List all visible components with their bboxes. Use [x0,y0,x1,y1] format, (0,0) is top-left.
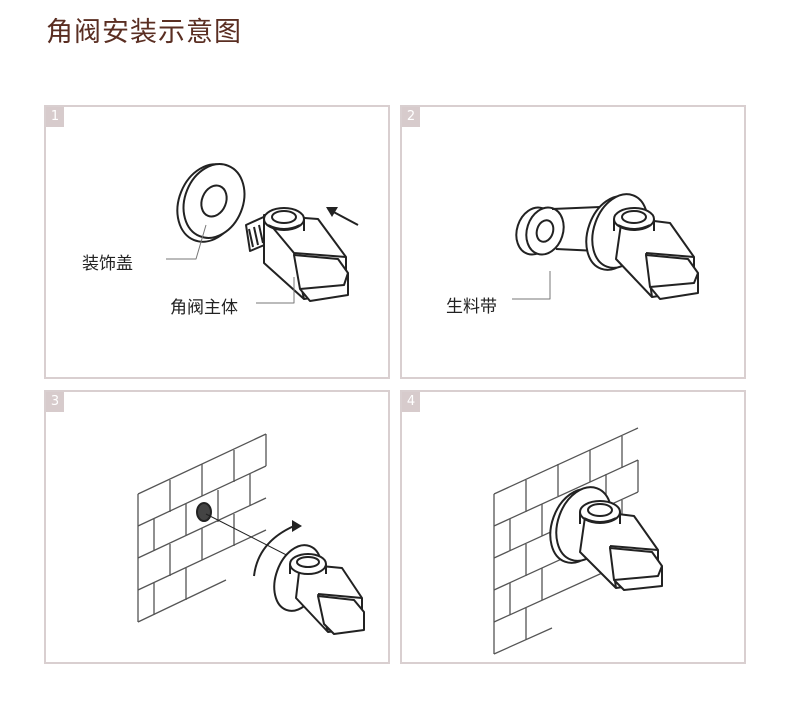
label-decorative-cover: 装饰盖 [82,254,133,274]
step-panel-1: 1 装饰盖 角阀主体 [44,105,390,379]
step-panel-4: 4 [400,390,746,664]
label-valve-body: 角阀主体 [170,298,238,318]
label-ptfe-tape: 生料带 [446,297,497,317]
step-panel-3: 3 [44,390,390,664]
step-3-illustration [137,433,365,635]
step-4-illustration [493,427,663,655]
step-2-illustration [512,193,699,300]
step-panel-2: 2 生料带 [400,105,746,379]
step-number-badge: 4 [402,392,420,412]
page-title: 角阀安装示意图 [46,17,242,48]
step-number-badge: 1 [46,107,64,127]
step-number-badge: 2 [402,107,420,127]
step-number-badge: 3 [46,392,64,412]
step-1-illustration [166,163,359,304]
